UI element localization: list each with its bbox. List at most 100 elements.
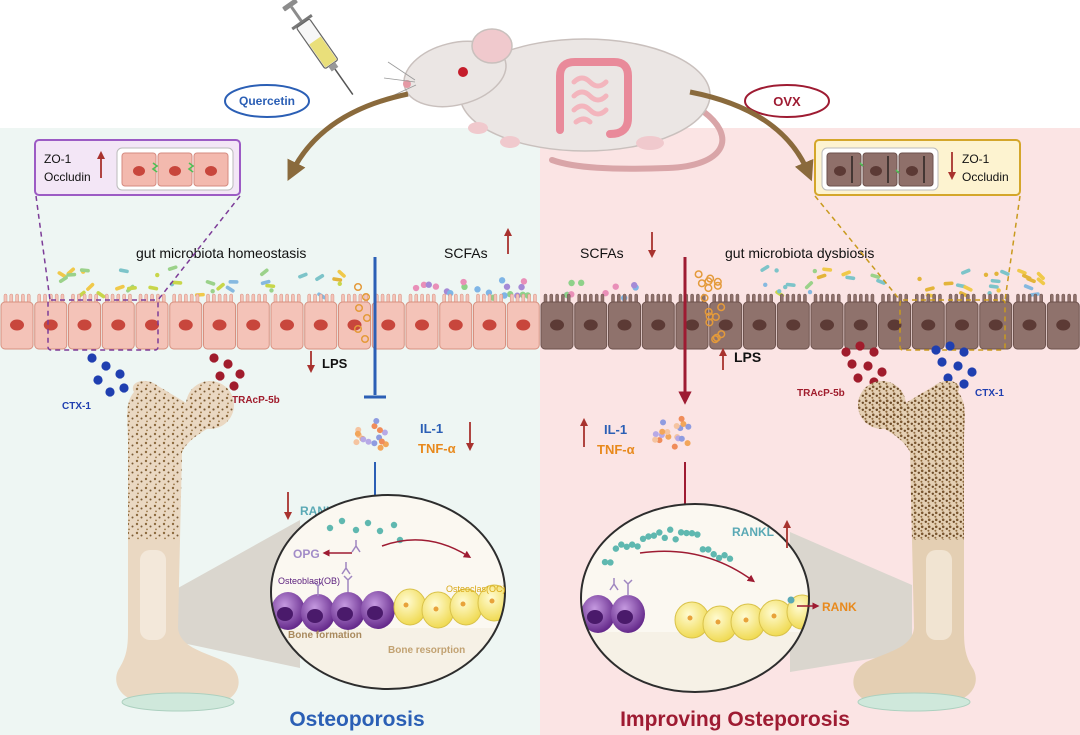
cell-nucleus xyxy=(651,319,666,331)
lps-molecule xyxy=(353,282,363,292)
rankl-molecule xyxy=(672,536,679,543)
bacterium-icon xyxy=(86,282,95,291)
cell-nucleus xyxy=(685,319,699,331)
scfa-molecule xyxy=(474,286,481,293)
rankl-molecule xyxy=(705,546,712,553)
bone-formation-label: Bone formation xyxy=(288,630,362,641)
rankl-molecule xyxy=(650,532,658,539)
zoom-wedge-right xyxy=(790,532,912,672)
ctx1-molecule xyxy=(953,361,963,371)
receptor-icons xyxy=(609,578,633,596)
rankl-molecule xyxy=(338,517,346,525)
rankl-molecule xyxy=(656,529,663,536)
bacterium-icon xyxy=(845,275,856,281)
cytokine-molecule xyxy=(659,428,666,435)
quercetin-label: Quercetin xyxy=(239,94,295,108)
lps-molecule xyxy=(360,334,370,344)
tracp-molecule xyxy=(855,341,865,351)
lps-molecule xyxy=(361,292,371,302)
zoom-connector-left xyxy=(35,195,241,351)
tracp-molecule xyxy=(863,361,873,371)
bacterium-icon xyxy=(172,280,183,285)
bacterium-icon xyxy=(807,289,813,295)
cell-nucleus xyxy=(178,319,193,331)
bone-remodeling-detail-left: OPG Osteoblast(OB) Osteoclas(OC) Bone fo… xyxy=(270,494,506,690)
cell-nucleus xyxy=(145,319,159,331)
rankl-molecule xyxy=(607,559,614,566)
femur-right xyxy=(853,380,976,712)
cytokine-molecule xyxy=(353,439,360,446)
rankl-molecule xyxy=(683,529,690,537)
bacterium-icon xyxy=(774,268,779,273)
cell-nucleus xyxy=(280,319,294,331)
scfa-molecule xyxy=(420,281,428,289)
lps-molecule xyxy=(717,303,726,312)
bacterium-icon xyxy=(115,284,125,291)
bacterium-icon xyxy=(943,281,954,286)
receptor-icons xyxy=(313,540,361,596)
cytokine-molecule xyxy=(373,418,380,425)
cell-nucleus xyxy=(550,319,564,331)
cytokine-molecule xyxy=(660,419,667,426)
il1-label-left: IL-1 xyxy=(420,421,443,436)
cell-nucleus xyxy=(482,319,497,331)
rankl-molecule xyxy=(710,551,717,558)
cell-nucleus xyxy=(77,319,92,331)
femur-left xyxy=(116,380,239,712)
title-right: Improving Osteporosis xyxy=(620,708,850,731)
cytokine-molecule xyxy=(671,443,678,450)
lps-molecule xyxy=(704,284,713,293)
cell-nucleus xyxy=(111,319,126,331)
bacterium-icon xyxy=(1026,277,1036,284)
curved-arrow-icon xyxy=(639,550,756,583)
tracp-label-right: TRAcP-5b xyxy=(797,388,845,399)
tnf-label-left: TNF-α xyxy=(418,441,456,456)
bacterium-icon xyxy=(126,286,137,291)
lps-molecule xyxy=(705,318,714,327)
bone-resorption-label: Bone resorption xyxy=(388,645,465,656)
bacterium-icon xyxy=(337,269,346,278)
bacterium-icon xyxy=(822,267,833,272)
intestinal-cells-healthy xyxy=(121,152,229,187)
rankl-molecule xyxy=(623,543,630,550)
bacterium-icon xyxy=(332,277,343,282)
scfa-molecule xyxy=(503,283,511,290)
bacterium-icon xyxy=(961,268,971,275)
scfa-molecule xyxy=(461,283,468,291)
bacterium-icon xyxy=(118,268,129,274)
scfa-molecule xyxy=(412,284,420,292)
cytokine-molecule xyxy=(377,444,384,451)
ctx1-molecule xyxy=(937,357,947,367)
small-intestine-icon xyxy=(571,75,609,125)
rankl-molecule xyxy=(601,558,609,566)
rankl-molecule xyxy=(376,527,384,535)
tracp-molecule xyxy=(229,381,239,391)
bacterium-icon xyxy=(210,289,215,294)
cell-nucleus xyxy=(955,319,969,331)
bacterium-icon xyxy=(1023,284,1034,291)
cytokine-dots xyxy=(353,415,692,451)
zoom-ellipse-right xyxy=(580,503,810,693)
tight-junction-icon xyxy=(151,162,195,173)
rankl-molecule xyxy=(618,541,625,548)
ctx1-molecule xyxy=(931,345,941,355)
rankl-molecules xyxy=(326,517,404,544)
tracp-molecule xyxy=(853,373,863,383)
ovx-oval xyxy=(744,84,830,118)
bacterium-icon xyxy=(269,288,274,293)
cytokine-molecule xyxy=(685,423,692,430)
mouse-illustration xyxy=(383,28,726,172)
tracp-molecule xyxy=(235,369,245,379)
cell-nucleus xyxy=(752,319,767,331)
bacterium-icon xyxy=(58,275,68,284)
ctx1-label-right: CTX-1 xyxy=(975,388,1004,399)
lps-molecule xyxy=(700,293,709,302)
il1-label-right: IL-1 xyxy=(604,422,627,437)
lps-molecule xyxy=(713,277,722,286)
bacterium-icon xyxy=(924,286,935,292)
bacterium-icon xyxy=(315,273,325,282)
lps-molecule xyxy=(706,274,715,283)
quercetin-oval xyxy=(224,84,310,118)
tracp-molecule xyxy=(841,347,851,357)
